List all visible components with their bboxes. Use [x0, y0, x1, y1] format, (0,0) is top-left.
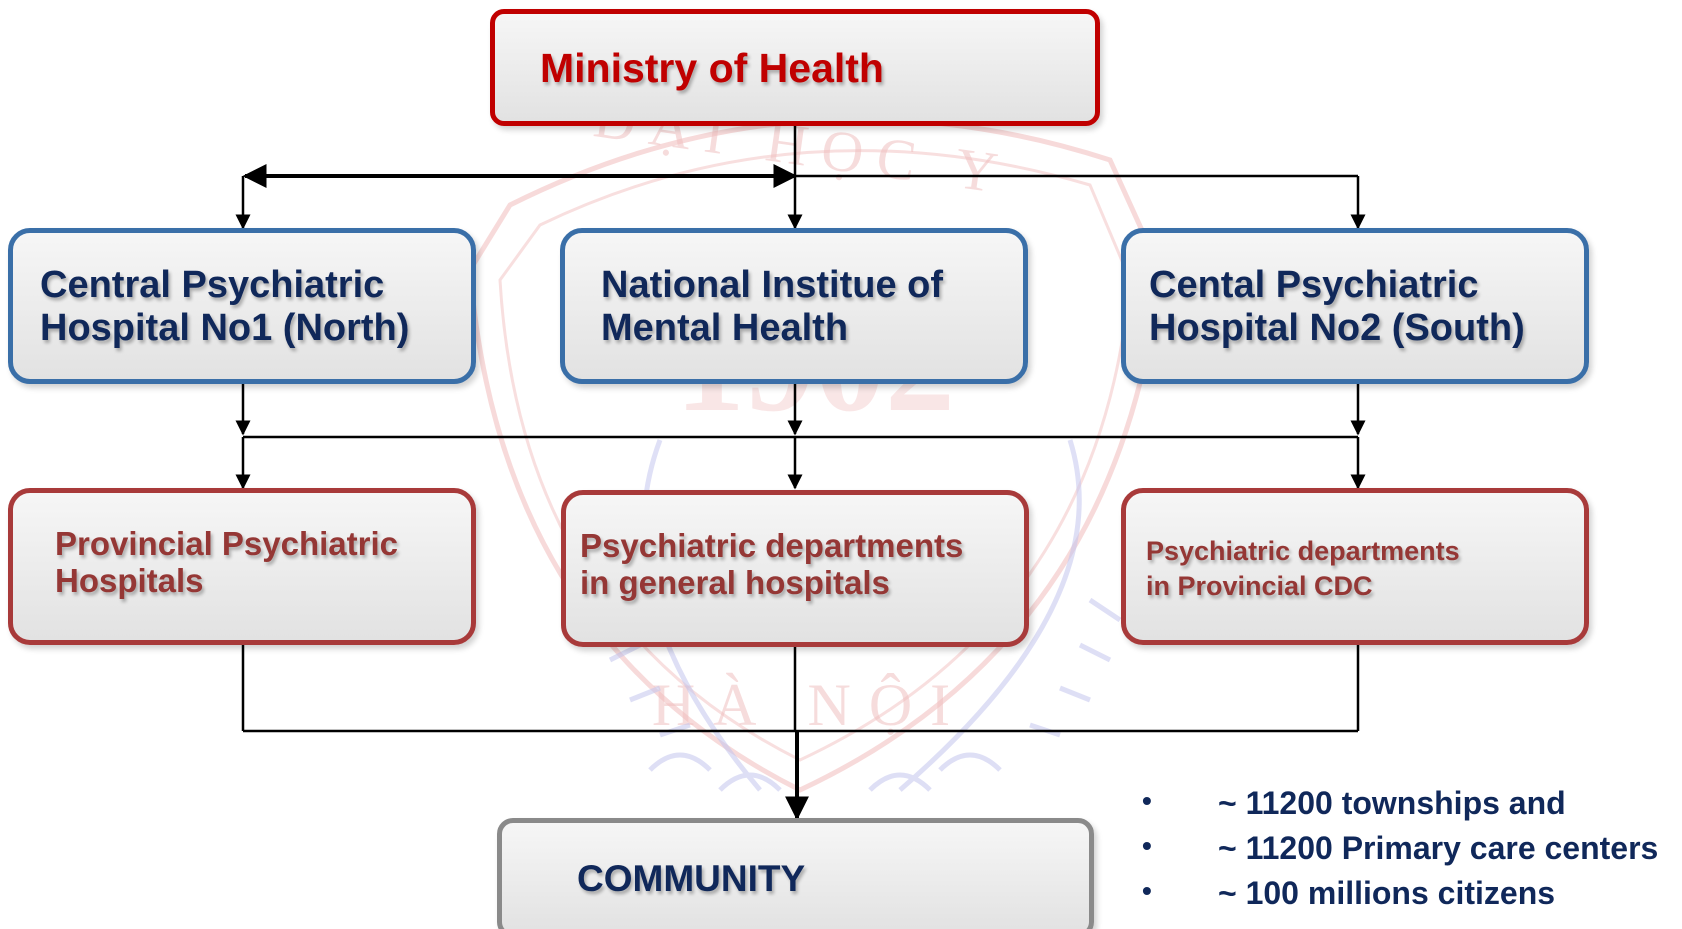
- stats-item: • ~ 11200 townships and: [1142, 785, 1682, 830]
- community-label: COMMUNITY: [577, 858, 806, 899]
- central-hospital-south-label: Cental Psychiatric Hospital No2 (South): [1149, 264, 1525, 349]
- stats-item-text: ~ 100 millions citizens: [1218, 875, 1556, 911]
- ministry-of-health-box: Ministry of Health: [490, 9, 1100, 126]
- central-hospital-north-label: Central Psychiatric Hospital No1 (North): [40, 264, 410, 349]
- provincial-cdc-departments-box: Psychiatric departments in Provincial CD…: [1121, 488, 1589, 645]
- national-institute-mental-health-label: National Institue of Mental Health: [601, 264, 943, 349]
- ministry-of-health-label: Ministry of Health: [540, 45, 884, 91]
- stats-item: • ~ 11200 Primary care centers: [1142, 830, 1682, 875]
- provincial-cdc-departments-label: Psychiatric departments in Provincial CD…: [1146, 536, 1460, 602]
- national-institute-mental-health-box: National Institue of Mental Health: [560, 228, 1028, 384]
- bullet-icon: •: [1142, 875, 1152, 906]
- stats-item: • ~ 100 millions citizens: [1142, 875, 1682, 920]
- bullet-icon: •: [1142, 830, 1152, 861]
- central-hospital-south-box: Cental Psychiatric Hospital No2 (South): [1121, 228, 1589, 384]
- stats-item-text: ~ 11200 townships and: [1218, 785, 1566, 821]
- central-hospital-north-box: Central Psychiatric Hospital No1 (North): [8, 228, 476, 384]
- community-stats-list: • ~ 11200 townships and • ~ 11200 Primar…: [1142, 785, 1682, 920]
- provincial-psychiatric-hospitals-box: Provincial Psychiatric Hospitals: [8, 488, 476, 645]
- community-box: COMMUNITY: [497, 818, 1094, 929]
- general-hospital-departments-label: Psychiatric departments in general hospi…: [580, 527, 964, 601]
- bullet-icon: •: [1142, 785, 1152, 816]
- provincial-psychiatric-hospitals-label: Provincial Psychiatric Hospitals: [55, 525, 399, 599]
- stats-item-text: ~ 11200 Primary care centers: [1218, 830, 1659, 866]
- general-hospital-departments-box: Psychiatric departments in general hospi…: [561, 490, 1029, 647]
